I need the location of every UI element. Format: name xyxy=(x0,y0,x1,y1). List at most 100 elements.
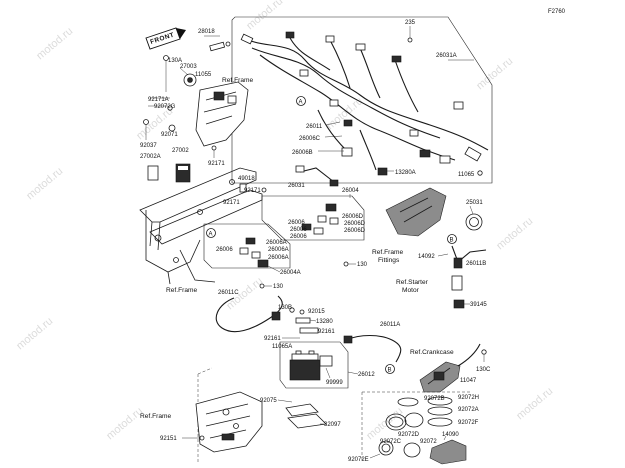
part-32097: 32097 xyxy=(324,422,341,428)
part-26006d-c: 26006D xyxy=(344,228,366,234)
callout-b-marker xyxy=(447,234,457,244)
part-26004a: 26004A xyxy=(280,270,301,276)
upper-left-group: 28018 130A 27003 11055 Ref.Frame 92171A … xyxy=(140,29,253,183)
part-235: 235 xyxy=(405,20,416,26)
front-arrow: FRONT xyxy=(145,27,186,50)
callout-a-label-2: A xyxy=(209,232,213,238)
callout-b-marker-2 xyxy=(385,364,395,374)
part-92151: 92151 xyxy=(160,436,177,442)
part-26004: 26004 xyxy=(342,188,359,194)
crankcase-group: Ref.Crankcase 11047 130C xyxy=(410,343,491,393)
battery-group: 26011C 130B 92015 13280 92161 92161 1106… xyxy=(215,290,402,389)
part-26006a-a: 26006A xyxy=(266,240,287,246)
watermark: motod.ru xyxy=(514,385,555,422)
part-11065a: 11065A xyxy=(272,344,292,350)
part-92072f: 92072F xyxy=(458,420,479,426)
part-13280: 13280 xyxy=(316,319,333,325)
frame-group: Ref.Frame 49018 92171 92171 xyxy=(139,167,267,294)
part-11065: 11065 xyxy=(458,172,475,178)
bottom-right-group: 92072B 92072H 92072A 92072F 92072D 92072… xyxy=(348,391,479,465)
connector-kit-26004: 26004 26031 26006D 26006D 26006D 26006 2… xyxy=(261,165,366,241)
part-92071: 92071 xyxy=(161,132,178,138)
part-26006a-b: 26006A xyxy=(268,247,289,253)
callout-a-marker-2 xyxy=(206,228,216,238)
part-92037: 92037 xyxy=(140,143,157,149)
watermark: motod.ru xyxy=(34,25,75,62)
part-14090: 14090 xyxy=(442,432,459,438)
part-14092: 14092 xyxy=(418,254,435,260)
watermark: motod.ru xyxy=(104,405,145,442)
part-130a: 130A xyxy=(168,58,182,64)
part-92072g: 92072G xyxy=(154,104,176,110)
part-92171-c: 92171 xyxy=(223,200,240,206)
watermark: motod.ru xyxy=(494,215,535,252)
ref-frame-middle: Ref.Frame xyxy=(166,287,197,294)
ref-starter-line2: Motor xyxy=(402,287,420,294)
ref-frame-fittings-line1: Ref.Frame xyxy=(372,249,403,256)
part-92072d: 92072D xyxy=(398,432,420,438)
part-49018: 49018 xyxy=(238,176,255,182)
part-130b: 130B xyxy=(278,305,292,311)
part-26006c: 26006C xyxy=(299,136,321,142)
part-92075: 92075 xyxy=(260,398,277,404)
part-26006-d: 26006 xyxy=(216,247,233,253)
part-11055: 11055 xyxy=(195,72,212,78)
ref-crankcase: Ref.Crankcase xyxy=(410,349,454,356)
part-13280a: 13280A xyxy=(395,170,416,176)
part-26011a: 26011A xyxy=(380,322,400,328)
bottom-left-group: Ref.Frame 92075 32097 92151 xyxy=(140,367,341,462)
part-92072c: 92072C xyxy=(380,439,402,445)
part-92161-a: 92161 xyxy=(318,329,335,335)
ref-starter-line1: Ref.Starter xyxy=(396,279,429,286)
part-92072a: 92072A xyxy=(458,407,479,413)
part-26031a: 26031A xyxy=(436,53,457,59)
part-99999: 99999 xyxy=(326,380,343,386)
part-26006d-a: 26006D xyxy=(342,214,364,220)
part-26006-b: 26006 xyxy=(290,227,307,233)
part-26006b: 26006B xyxy=(292,150,313,156)
part-92171a: 92171A xyxy=(148,97,169,103)
part-39145: 39145 xyxy=(470,302,487,308)
ref-frame-upper: Ref.Frame xyxy=(222,77,253,84)
part-26006-a: 26006 xyxy=(288,220,305,226)
part-92072b: 92072B xyxy=(424,396,445,402)
part-26031: 26031 xyxy=(288,183,305,189)
part-26006a-c: 26006A xyxy=(268,255,289,261)
part-27002a: 27002A xyxy=(140,154,161,160)
callout-b-label-2: B xyxy=(388,368,392,374)
part-26006d-b: 26006D xyxy=(344,221,366,227)
connector-kit-26004a: A 26006A 26006A 26006A 26006 26004A xyxy=(203,223,301,276)
part-92015: 92015 xyxy=(308,309,325,315)
callout-a-marker xyxy=(296,96,306,106)
part-92171-b: 92171 xyxy=(244,188,261,194)
part-92161-b: 92161 xyxy=(264,336,281,342)
ref-frame-fittings-line2: Fittings xyxy=(378,257,400,264)
callout-a-label: A xyxy=(299,100,303,106)
part-27003: 27003 xyxy=(180,64,197,70)
part-92072h: 92072H xyxy=(458,395,479,401)
part-27002: 27002 xyxy=(172,148,189,154)
part-25031: 25031 xyxy=(466,200,483,206)
part-26011b: 26011B xyxy=(466,261,486,267)
right-middle-group: 25031 B 14092 26011B Ref.Starter Motor 3… xyxy=(385,187,487,309)
part-92171-a: 92171 xyxy=(208,161,225,167)
part-26012: 26012 xyxy=(358,372,375,378)
part-92072e: 92072E xyxy=(348,457,369,463)
ref-frame-lower: Ref.Frame xyxy=(140,413,171,420)
figure-code: F2760 xyxy=(548,9,566,15)
watermark: motod.ru xyxy=(24,165,65,202)
callout-b-label: B xyxy=(450,238,454,244)
part-130-a: 130 xyxy=(357,262,368,268)
main-harness-group: A 235 26031A 26011 26006C 26006B 13280A … xyxy=(231,16,493,184)
watermark: motod.ru xyxy=(14,315,55,352)
part-11047: 11047 xyxy=(460,378,477,384)
part-92072: 92072 xyxy=(420,439,437,445)
part-130-b: 130 xyxy=(273,284,284,290)
part-26011: 26011 xyxy=(306,124,323,130)
part-28018: 28018 xyxy=(198,29,215,35)
watermark: motod.ru xyxy=(244,0,285,32)
part-130c: 130C xyxy=(476,367,491,373)
watermark: motod.ru xyxy=(474,55,515,92)
part-26011c: 26011C xyxy=(218,290,239,296)
